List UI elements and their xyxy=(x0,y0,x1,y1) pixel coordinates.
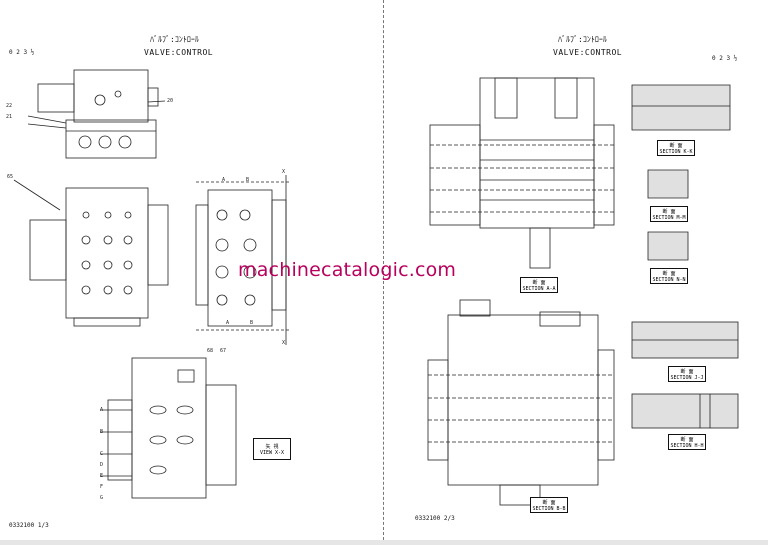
view-xx-label-jp: 矢 視 xyxy=(265,443,279,450)
callout-d-view: D xyxy=(100,462,104,468)
left-page xyxy=(0,0,383,545)
top-view-drawing xyxy=(27,69,166,159)
section-nn-drawing xyxy=(647,231,689,261)
section-kk-drawing xyxy=(631,84,731,131)
callout-g-view: G xyxy=(100,495,104,501)
front-view-drawing xyxy=(13,179,169,327)
left-title-en: VALVE:CONTROL xyxy=(144,48,214,57)
callout-b-bottom: B xyxy=(250,320,254,326)
view-xx-drawing xyxy=(100,357,237,499)
callout-a-top: A xyxy=(222,177,226,183)
callout-20: 20 xyxy=(167,98,174,104)
right-page-number: 0332100 2/3 xyxy=(415,515,455,522)
bottom-bar xyxy=(0,540,768,545)
right-title-en: VALVE:CONTROL xyxy=(553,48,623,57)
side-view-drawing xyxy=(195,175,290,345)
section-bb-drawing xyxy=(427,299,615,506)
section-hh-drawing xyxy=(631,393,739,429)
left-title-jp: ﾊﾞﾙﾌﾞ:ｺﾝﾄﾛｰﾙ xyxy=(150,35,199,44)
section-aa-drawing xyxy=(429,77,615,269)
callout-68: 68 xyxy=(207,348,214,354)
callout-e-view: E xyxy=(100,473,104,479)
callout-x-top: X xyxy=(282,169,286,175)
right-title-jp: ﾊﾞﾙﾌﾞ:ｺﾝﾄﾛｰﾙ xyxy=(558,35,607,44)
view-xx-label: 矢 視 VIEW X-X xyxy=(253,438,291,460)
callout-21: 21 xyxy=(6,114,13,120)
left-code: 0 2 3 ½ xyxy=(9,49,35,56)
section-mm-drawing xyxy=(647,169,689,199)
callout-f-view: F xyxy=(100,484,104,490)
callout-22: 22 xyxy=(6,103,13,109)
section-jj-drawing xyxy=(631,321,739,359)
callout-a-view: A xyxy=(100,407,104,413)
watermark: machinecatalogic.com xyxy=(238,259,457,281)
section-jj-label: 断 面 SECTION J-J xyxy=(668,366,706,382)
section-hh-label: 断 面 SECTION H-H xyxy=(668,434,706,450)
callout-b-top: B xyxy=(246,177,250,183)
callout-65: 65 xyxy=(7,174,14,180)
left-page-number: 0332100 1/3 xyxy=(9,522,49,529)
callout-67: 67 xyxy=(220,348,227,354)
callout-x-bottom: X xyxy=(282,340,286,346)
right-code: 0 2 3 ½ xyxy=(712,55,738,62)
page-divider xyxy=(383,0,384,545)
callout-c-view: C xyxy=(100,451,104,457)
section-bb-label: 断 面 SECTION B-B xyxy=(530,497,568,513)
section-nn-label: 断 面 SECTION N-N xyxy=(650,268,688,284)
callout-a-bottom: A xyxy=(226,320,230,326)
section-kk-label: 断 面 SECTION K-K xyxy=(657,140,695,156)
section-mm-label: 断 面 SECTION M-M xyxy=(650,206,688,222)
view-xx-label-en: VIEW X-X xyxy=(259,449,285,456)
section-aa-label: 断 面 SECTION A-A xyxy=(520,277,558,293)
callout-b-view: B xyxy=(100,429,104,435)
